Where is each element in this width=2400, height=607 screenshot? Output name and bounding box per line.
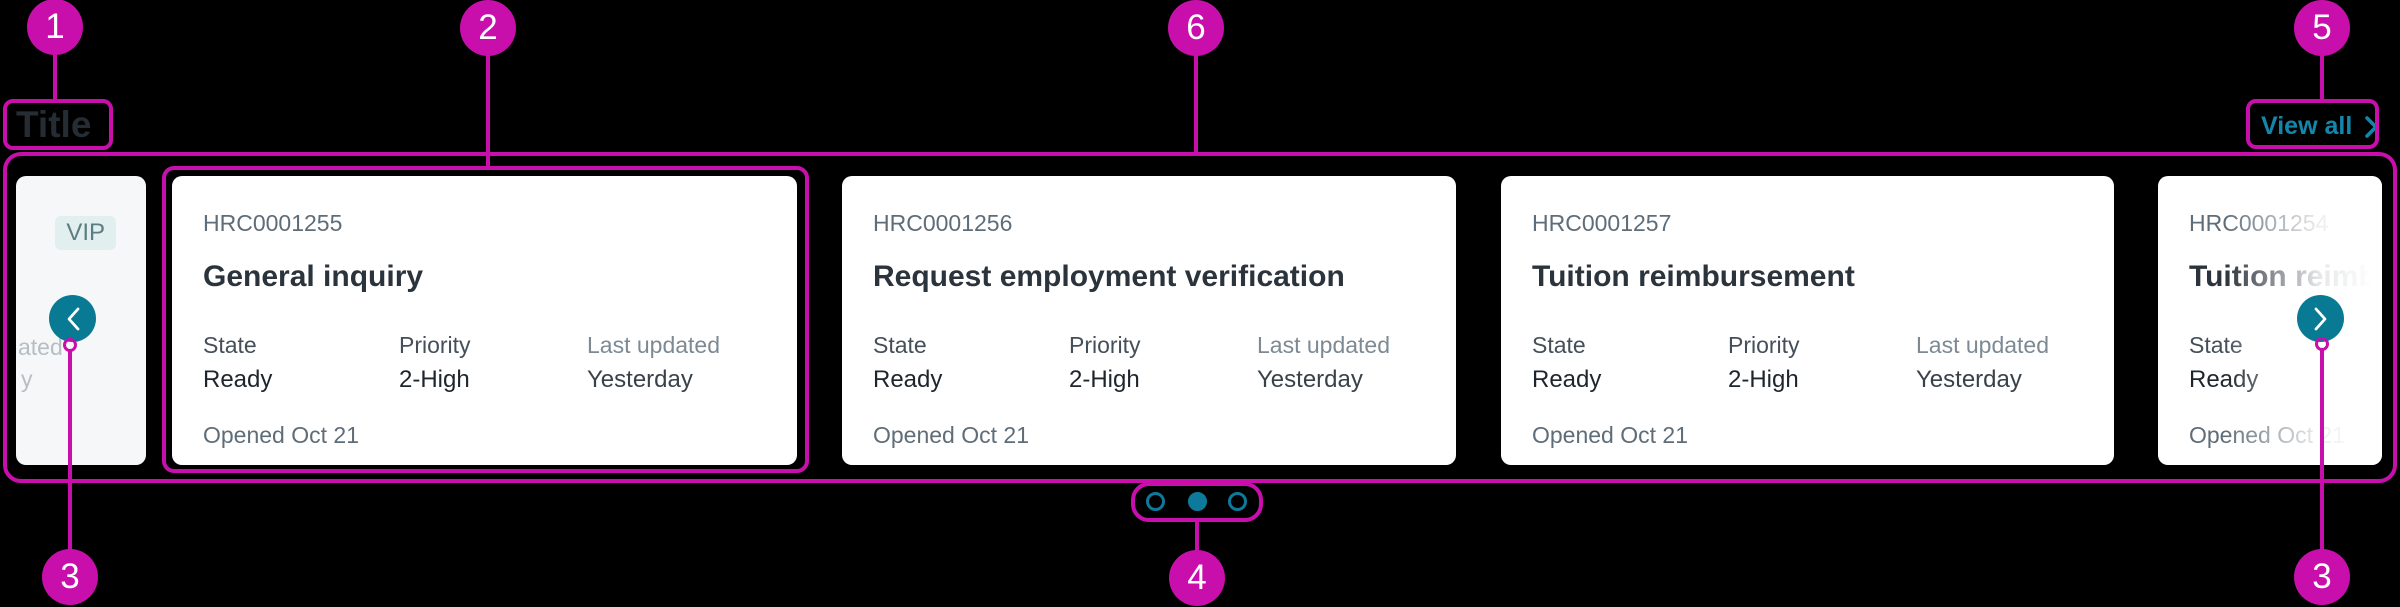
last-updated-value: Yesterday [1916, 366, 2022, 393]
state-value: Ready [203, 366, 273, 393]
callout-1-title: 1 [27, 0, 83, 55]
card-peek-right[interactable]: HRC0001254 Tuition reimbursement State P… [2158, 176, 2382, 465]
record-number: HRC0001254 [2189, 210, 2329, 236]
annotation-line-3-right [2320, 348, 2324, 552]
card-employment-verification[interactable]: HRC0001256 Request employment verificati… [842, 176, 1456, 465]
callout-number: 1 [45, 7, 65, 46]
card-title: Tuition reimbursement [2189, 260, 2382, 293]
pagination-dot-2-active[interactable] [1188, 492, 1207, 511]
annotation-line-3-left [68, 349, 72, 551]
priority-value: 2-High [1728, 366, 1799, 393]
annotation-line-2 [486, 50, 490, 168]
priority-label: Priority [1069, 332, 1141, 358]
card-tuition-reimbursement[interactable]: HRC0001257 Tuition reimbursement State P… [1501, 176, 2114, 465]
page-title: Title [16, 104, 92, 145]
last-updated-label: Last updated [587, 332, 721, 358]
chevron-right-icon [2314, 307, 2326, 330]
previous-button[interactable] [49, 295, 96, 342]
card-title: Tuition reimbursement [1532, 260, 1855, 293]
callout-5-view-all: 5 [2294, 0, 2350, 56]
annotation-line-4 [1195, 520, 1199, 552]
priority-value: 2-High [1069, 366, 1140, 393]
annotation-line-5 [2320, 52, 2324, 102]
opened-date: Opened Oct 21 [873, 422, 1029, 448]
callout-3-previous: 3 [42, 549, 98, 605]
state-value: Ready [2189, 366, 2259, 393]
annotation-line-1 [53, 50, 57, 102]
pagination-dot-1[interactable] [1146, 492, 1165, 511]
state-value: Ready [873, 366, 943, 393]
callout-2-card: 2 [460, 0, 516, 56]
card-title: General inquiry [203, 260, 424, 293]
vip-badge: VIP [55, 216, 116, 250]
callout-number: 6 [1186, 8, 1206, 47]
callout-number: 3 [2312, 557, 2332, 596]
opened-date: Opened Oct 21 [1532, 422, 1688, 448]
pagination-dot-3[interactable] [1228, 492, 1247, 511]
record-number: HRC0001255 [203, 210, 343, 236]
state-label: State [2189, 332, 2243, 358]
priority-label: Priority [399, 332, 471, 358]
record-number: HRC0001256 [873, 210, 1013, 236]
priority-label: Priority [1728, 332, 1800, 358]
last-updated-label: Last updated [1916, 332, 2050, 358]
truncated-label-text: ated [18, 334, 63, 360]
record-number: HRC0001257 [1532, 210, 1672, 236]
callout-number: 5 [2312, 8, 2332, 47]
last-updated-label: Last updated [1257, 332, 1391, 358]
callout-number: 2 [478, 8, 498, 47]
state-label: State [1532, 332, 1586, 358]
callout-6-carousel: 6 [1168, 0, 1224, 56]
truncated-value-text: y [21, 366, 33, 392]
card-general-inquiry[interactable]: HRC0001255 General inquiry State Priorit… [172, 176, 797, 465]
priority-value: 2-High [399, 366, 470, 393]
state-label: State [203, 332, 257, 358]
last-updated-value: Yesterday [587, 366, 693, 393]
annotation-anchor-ring-right [2315, 337, 2329, 351]
next-button[interactable] [2297, 295, 2344, 342]
annotation-line-6 [1194, 50, 1198, 155]
card-title: Request employment verification [873, 260, 1345, 293]
callout-3-next: 3 [2294, 549, 2350, 605]
annotation-anchor-ring-left [63, 338, 77, 352]
callout-4-pagination: 4 [1169, 550, 1225, 606]
callout-number: 3 [60, 557, 80, 596]
view-all-label: View all [2261, 112, 2353, 140]
card-peek-left[interactable]: VIP ated y [16, 176, 146, 465]
chevron-right-icon [2365, 115, 2379, 138]
last-updated-value: Yesterday [1257, 366, 1363, 393]
chevron-left-icon [67, 307, 79, 330]
state-label: State [873, 332, 927, 358]
callout-number: 4 [1187, 558, 1207, 597]
opened-date: Opened Oct 21 [203, 422, 359, 448]
state-value: Ready [1532, 366, 1602, 393]
view-all-link[interactable]: View all [2261, 112, 2379, 141]
